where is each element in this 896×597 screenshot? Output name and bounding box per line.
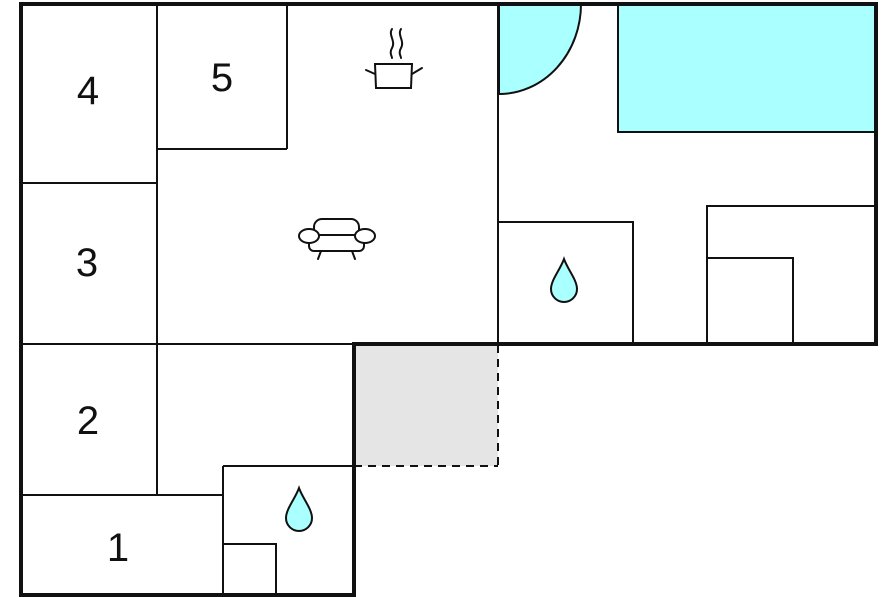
room-label-4: 4 xyxy=(77,69,99,113)
water-drop-icon xyxy=(549,256,579,303)
interior-walls xyxy=(21,4,876,595)
pool xyxy=(617,3,877,133)
room-label-2: 2 xyxy=(77,399,99,443)
room-label-3: 3 xyxy=(76,241,98,285)
water-drop-icon xyxy=(284,485,314,532)
sofa-icon xyxy=(298,218,376,260)
cooking-pot-icon xyxy=(365,28,423,89)
room-label-1: 1 xyxy=(107,526,129,570)
spa-quarter-circle xyxy=(498,3,583,96)
room-label-5: 5 xyxy=(211,56,233,100)
terrace xyxy=(354,345,498,466)
